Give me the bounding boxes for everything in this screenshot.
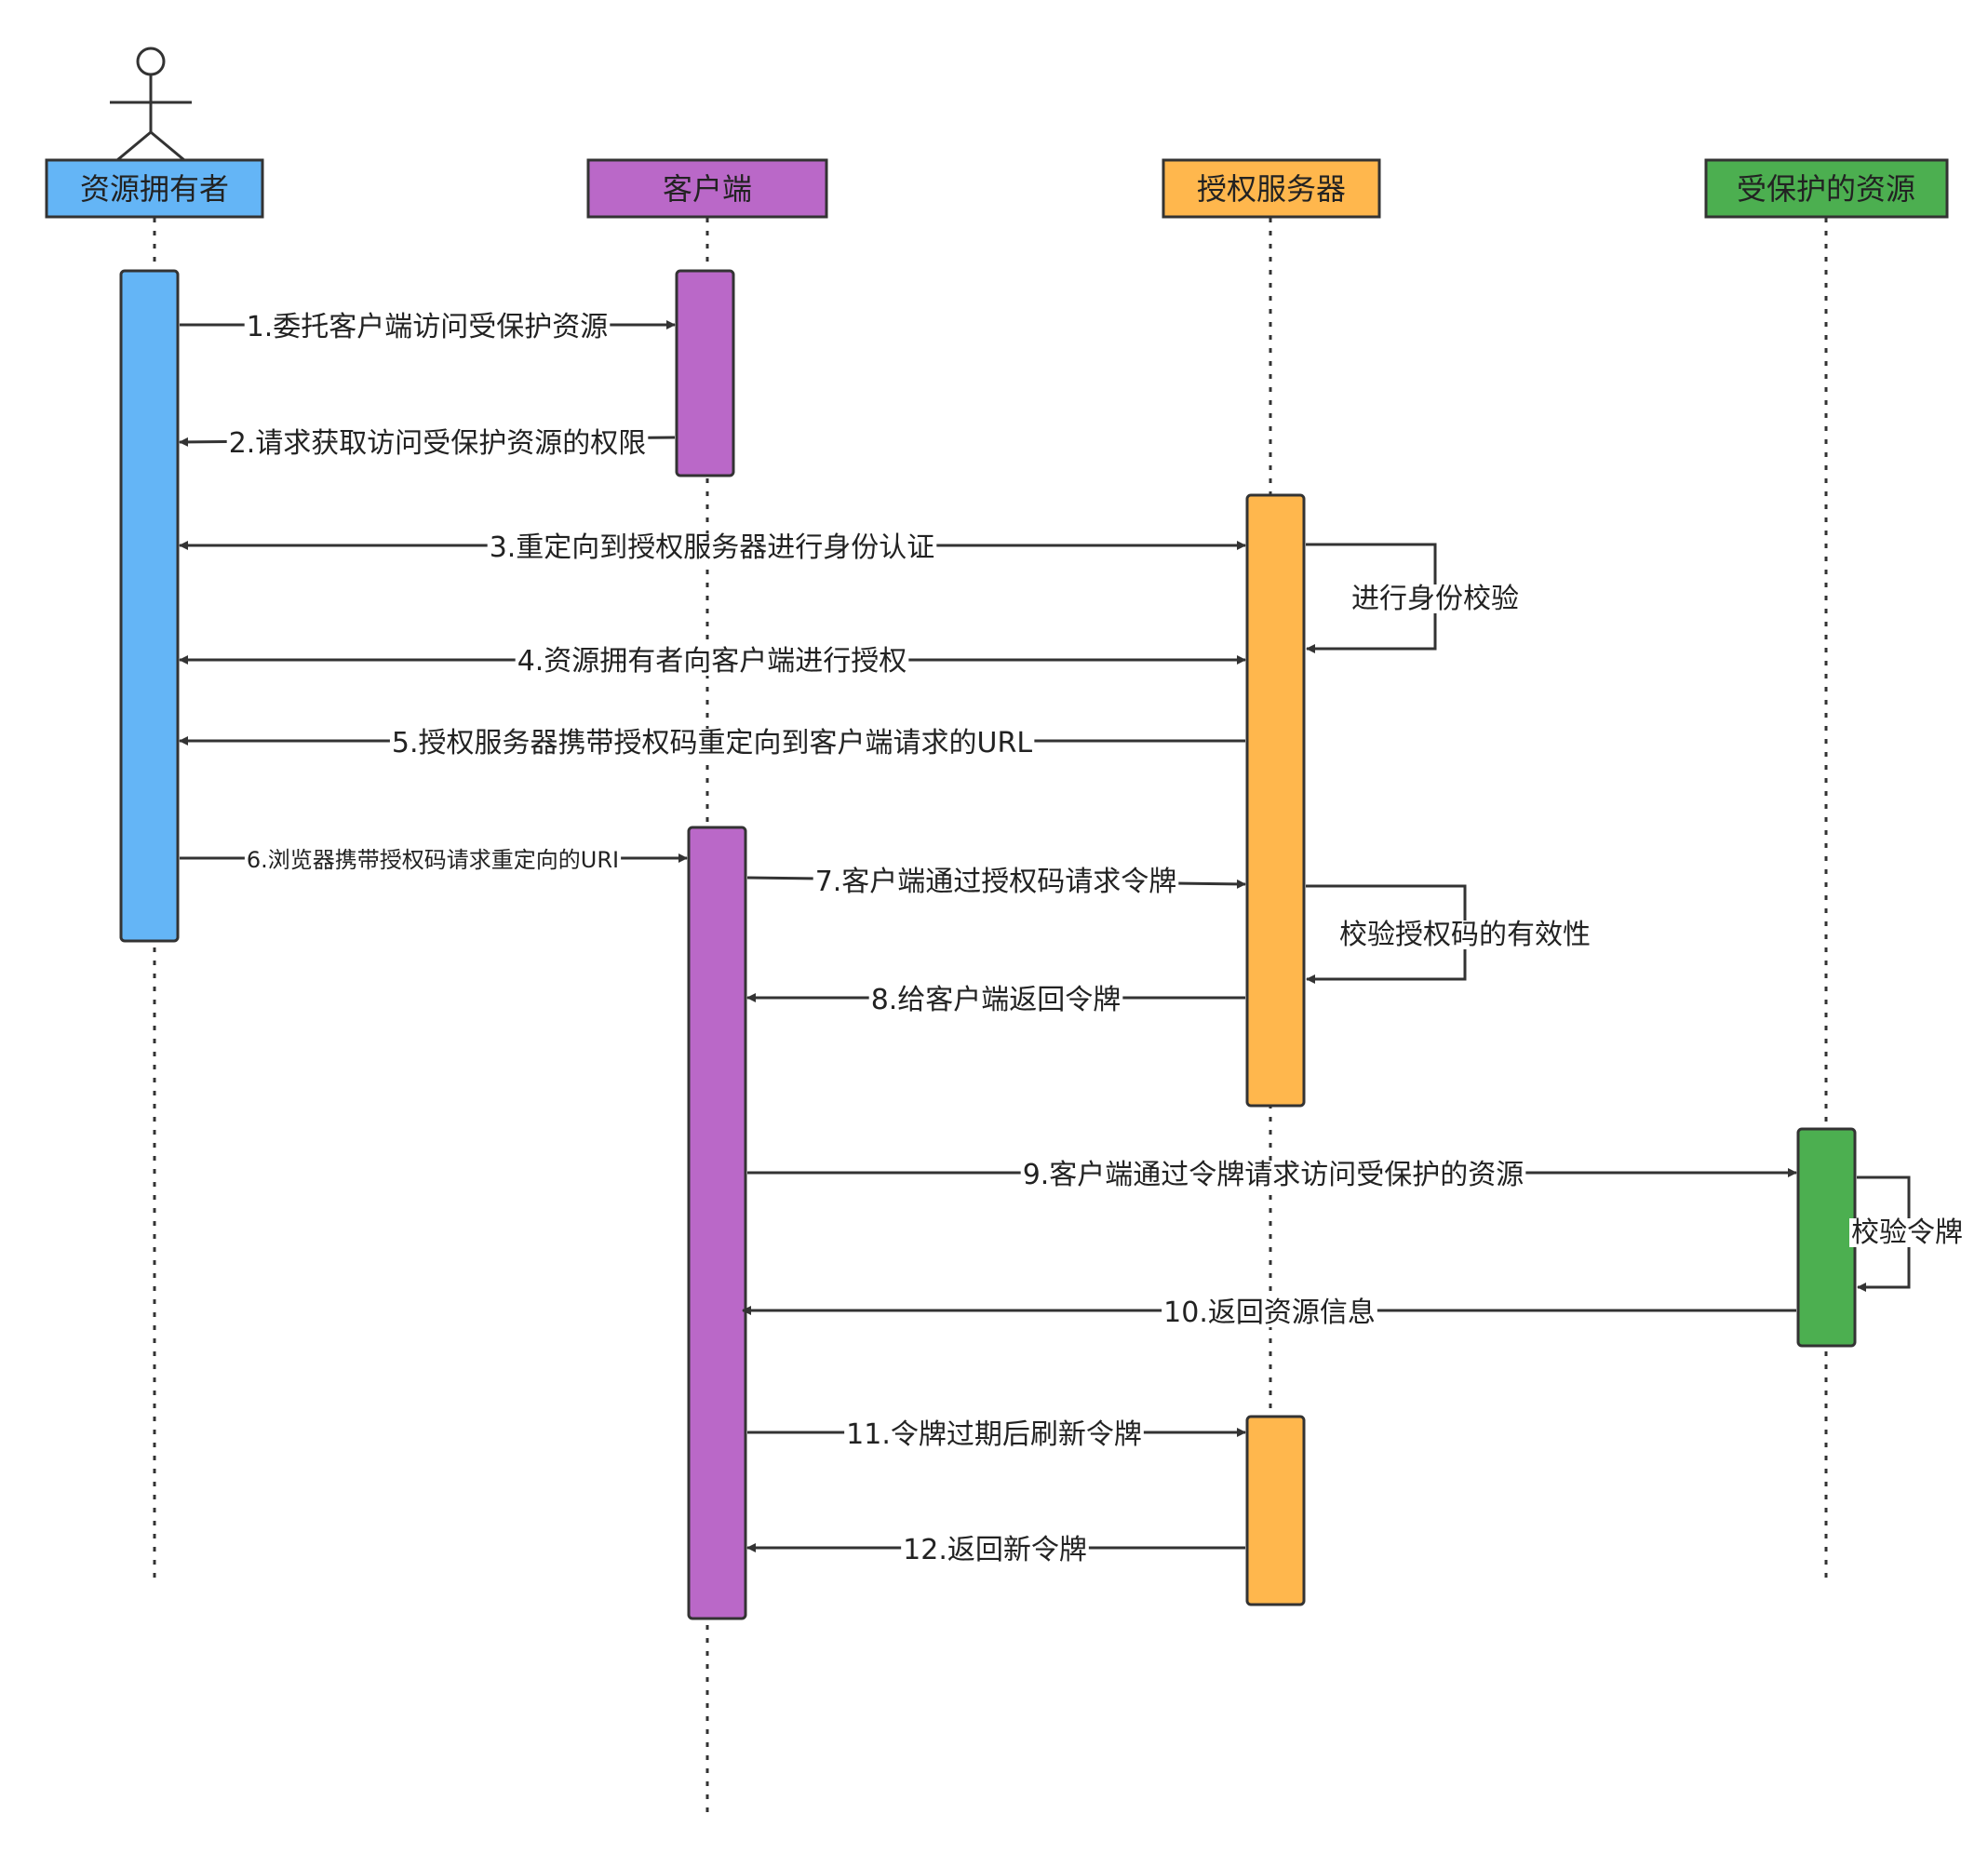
activations <box>119 269 1857 1620</box>
actor-icon <box>110 47 192 162</box>
label-background <box>244 313 611 342</box>
participant-owner-label: 资源拥有者 <box>80 171 229 207</box>
msg-12-label: 12.返回新令牌 <box>903 1534 1087 1566</box>
activation-auth-2 <box>1245 1415 1306 1606</box>
message-lines <box>179 320 1911 1552</box>
msg-9-label: 9.客户端通过令牌请求访问受保护的资源 <box>1023 1159 1525 1191</box>
label-background <box>1162 1298 1377 1327</box>
participant-auth-label: 授权服务器 <box>1197 171 1346 207</box>
label-background <box>1020 1161 1526 1189</box>
activation-resource <box>1796 1127 1857 1348</box>
activation-owner <box>119 269 180 943</box>
msg-3-label: 3.重定向到授权服务器进行身份认证 <box>490 531 935 564</box>
self-msg-1-label: 进行身份校验 <box>1351 583 1519 615</box>
label-background <box>844 1420 1144 1449</box>
label-background <box>868 986 1123 1014</box>
msg-6-label: 6.浏览器携带授权码请求重定向的URI <box>247 847 619 873</box>
self-msg-2-label: 校验授权码的有效性 <box>1339 919 1591 951</box>
participant-resource-label: 受保护的资源 <box>1737 171 1915 207</box>
msg-2-label: 2.请求获取访问受保护资源的权限 <box>229 427 647 460</box>
activation-client-1 <box>675 269 735 477</box>
message-labels: 1.委托客户端访问受保护资源 2.请求获取访问受保护资源的权限 3.重定向到授权… <box>226 311 1965 1566</box>
participant-auth: 授权服务器 <box>1162 158 1381 219</box>
participant-resource: 受保护的资源 <box>1704 158 1949 219</box>
activation-client-2 <box>687 826 747 1620</box>
participant-client-label: 客户端 <box>663 171 752 207</box>
participant-owner: 资源拥有者 <box>45 158 264 219</box>
msg-5-label: 5.授权服务器携带授权码重定向到客户端请求的URL <box>392 727 1032 759</box>
msg-4-label: 4.资源拥有者向客户端进行授权 <box>517 645 907 678</box>
activation-auth-1 <box>1245 493 1306 1108</box>
msg-7-label: 7.客户端通过授权码请求令牌 <box>815 866 1177 898</box>
participant-client: 客户端 <box>586 158 828 219</box>
label-background <box>813 867 1179 896</box>
label-background <box>901 1536 1089 1565</box>
label-background <box>515 647 909 676</box>
self-msg-3-label: 校验令牌 <box>1851 1216 1963 1249</box>
label-background <box>244 849 622 871</box>
label-background <box>389 729 1035 758</box>
msg-11-label: 11.令牌过期后刷新令牌 <box>846 1418 1142 1451</box>
label-background <box>1350 584 1521 613</box>
label-background <box>1337 920 1592 949</box>
label-background <box>226 429 649 458</box>
label-background <box>1849 1218 1965 1247</box>
msg-10-label: 10.返回资源信息 <box>1163 1296 1376 1329</box>
label-background <box>487 533 937 562</box>
msg-8-label: 8.给客户端返回令牌 <box>871 984 1122 1016</box>
msg-1-label: 1.委托客户端访问受保护资源 <box>247 311 609 343</box>
